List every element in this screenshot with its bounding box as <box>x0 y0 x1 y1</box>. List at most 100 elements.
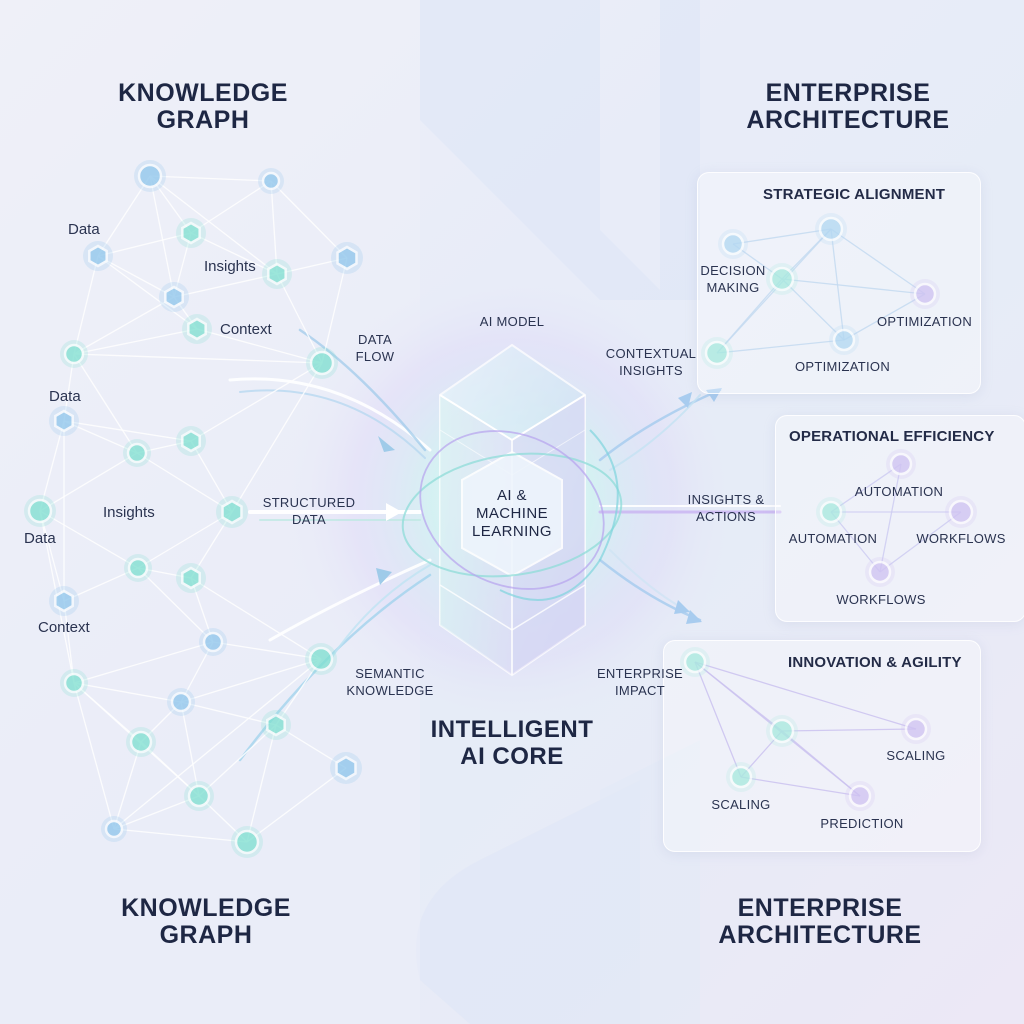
network-edge <box>270 180 278 275</box>
network-node <box>913 282 937 306</box>
network-node <box>769 266 795 292</box>
network-node <box>848 784 872 808</box>
network-node <box>336 245 358 271</box>
network-edge <box>63 420 192 442</box>
network-node <box>137 163 163 189</box>
network-node <box>63 672 85 694</box>
network-node <box>266 713 286 737</box>
network-edge <box>136 452 233 513</box>
network-edge <box>716 228 832 354</box>
enterprise-architecture-title-top: ENTERPRISE ARCHITECTURE <box>746 79 950 134</box>
network-edge <box>137 567 214 643</box>
network-node <box>309 350 335 376</box>
network-node <box>202 631 224 653</box>
enterprise-architecture-title-bottom: ENTERPRISE ARCHITECTURE <box>718 894 922 949</box>
label-automation-1: AUTOMATION <box>854 484 944 499</box>
innovation-agility-panel <box>663 640 981 852</box>
network-node <box>832 328 856 352</box>
label-optimization-2: OPTIMIZATION <box>794 359 891 374</box>
network-edge <box>781 278 926 295</box>
label-context-1: Context <box>220 321 272 338</box>
network-edge <box>73 682 115 830</box>
network-edge <box>180 641 214 703</box>
network-edge <box>781 730 861 797</box>
network-edge <box>173 273 278 298</box>
network-edge <box>198 724 277 797</box>
knowledge-graph-title-bottom: KNOWLEDGE GRAPH <box>121 894 291 949</box>
network-edge <box>113 741 142 830</box>
network-edge <box>190 511 233 579</box>
network-node <box>104 819 124 839</box>
innovation-agility-title: INNOVATION & AGILITY <box>788 654 962 671</box>
left-knowledge-graph <box>24 160 363 858</box>
label-scaling-1: SCALING <box>886 748 946 763</box>
network-edge <box>190 232 278 275</box>
network-edge <box>113 795 200 830</box>
strategic-alignment-graph <box>701 213 940 369</box>
network-edge <box>137 511 233 569</box>
network-node <box>129 730 153 754</box>
network-node <box>54 589 74 613</box>
network-node <box>819 500 843 524</box>
network-node <box>127 557 149 579</box>
network-edge <box>180 701 277 726</box>
network-node <box>187 317 207 341</box>
label-data-2: Data <box>49 388 81 405</box>
network-edge <box>73 353 138 454</box>
network-node <box>187 784 211 808</box>
intelligent-ai-core-title: INTELLIGENT AI CORE <box>430 716 594 770</box>
core-inner-label: AI & MACHINE LEARNING <box>472 487 552 540</box>
network-edge <box>39 452 138 512</box>
network-edge <box>879 511 962 573</box>
network-node <box>948 499 974 525</box>
network-node <box>769 718 795 744</box>
flow-label-semantic-knowledge: SEMANTIC KNOWLEDGE <box>346 666 434 698</box>
label-workflows-1: WORKFLOWS <box>916 531 1006 546</box>
flow-label-data-flow: DATA FLOW <box>355 332 395 364</box>
network-edge <box>694 661 917 730</box>
network-edge <box>246 724 277 843</box>
label-insights-1: Insights <box>204 258 256 275</box>
network-edge <box>843 293 926 341</box>
network-edge <box>321 257 348 364</box>
network-node <box>181 221 201 245</box>
network-edge <box>190 180 272 234</box>
network-edge <box>190 440 233 513</box>
flow-label-contextual-insights: CONTEXTUAL INSIGHTS <box>605 346 697 378</box>
network-edge <box>39 420 65 512</box>
network-edge <box>180 701 200 797</box>
network-edge <box>173 232 192 298</box>
network-node <box>704 340 730 366</box>
network-edge <box>73 353 323 364</box>
network-edge <box>190 577 322 660</box>
network-node <box>234 829 260 855</box>
network-node <box>729 765 753 789</box>
network-node <box>267 262 287 286</box>
network-edge <box>270 180 348 259</box>
network-edge <box>276 257 348 275</box>
network-edge <box>63 420 138 454</box>
network-edge <box>212 641 322 660</box>
network-edge <box>39 510 65 602</box>
network-edge <box>781 278 845 341</box>
network-node <box>221 499 243 525</box>
network-edge <box>149 175 272 182</box>
network-node <box>88 244 108 268</box>
network-edge <box>97 255 175 298</box>
network-edge <box>830 463 902 513</box>
network-node <box>308 646 334 672</box>
network-edge <box>97 255 198 330</box>
network-node <box>126 442 148 464</box>
network-node <box>889 452 913 476</box>
network-node <box>868 560 892 584</box>
network-edge <box>830 511 881 573</box>
network-edge <box>196 328 323 364</box>
label-workflows-2: WORKFLOWS <box>836 592 926 607</box>
label-scaling-2: SCALING <box>711 797 771 812</box>
network-node <box>335 755 357 781</box>
network-edge <box>149 175 278 275</box>
operational-efficiency-panel <box>775 415 1024 622</box>
ai-model-label: AI MODEL <box>479 314 545 329</box>
label-optimization-1: OPTIMIZATION <box>876 314 973 329</box>
